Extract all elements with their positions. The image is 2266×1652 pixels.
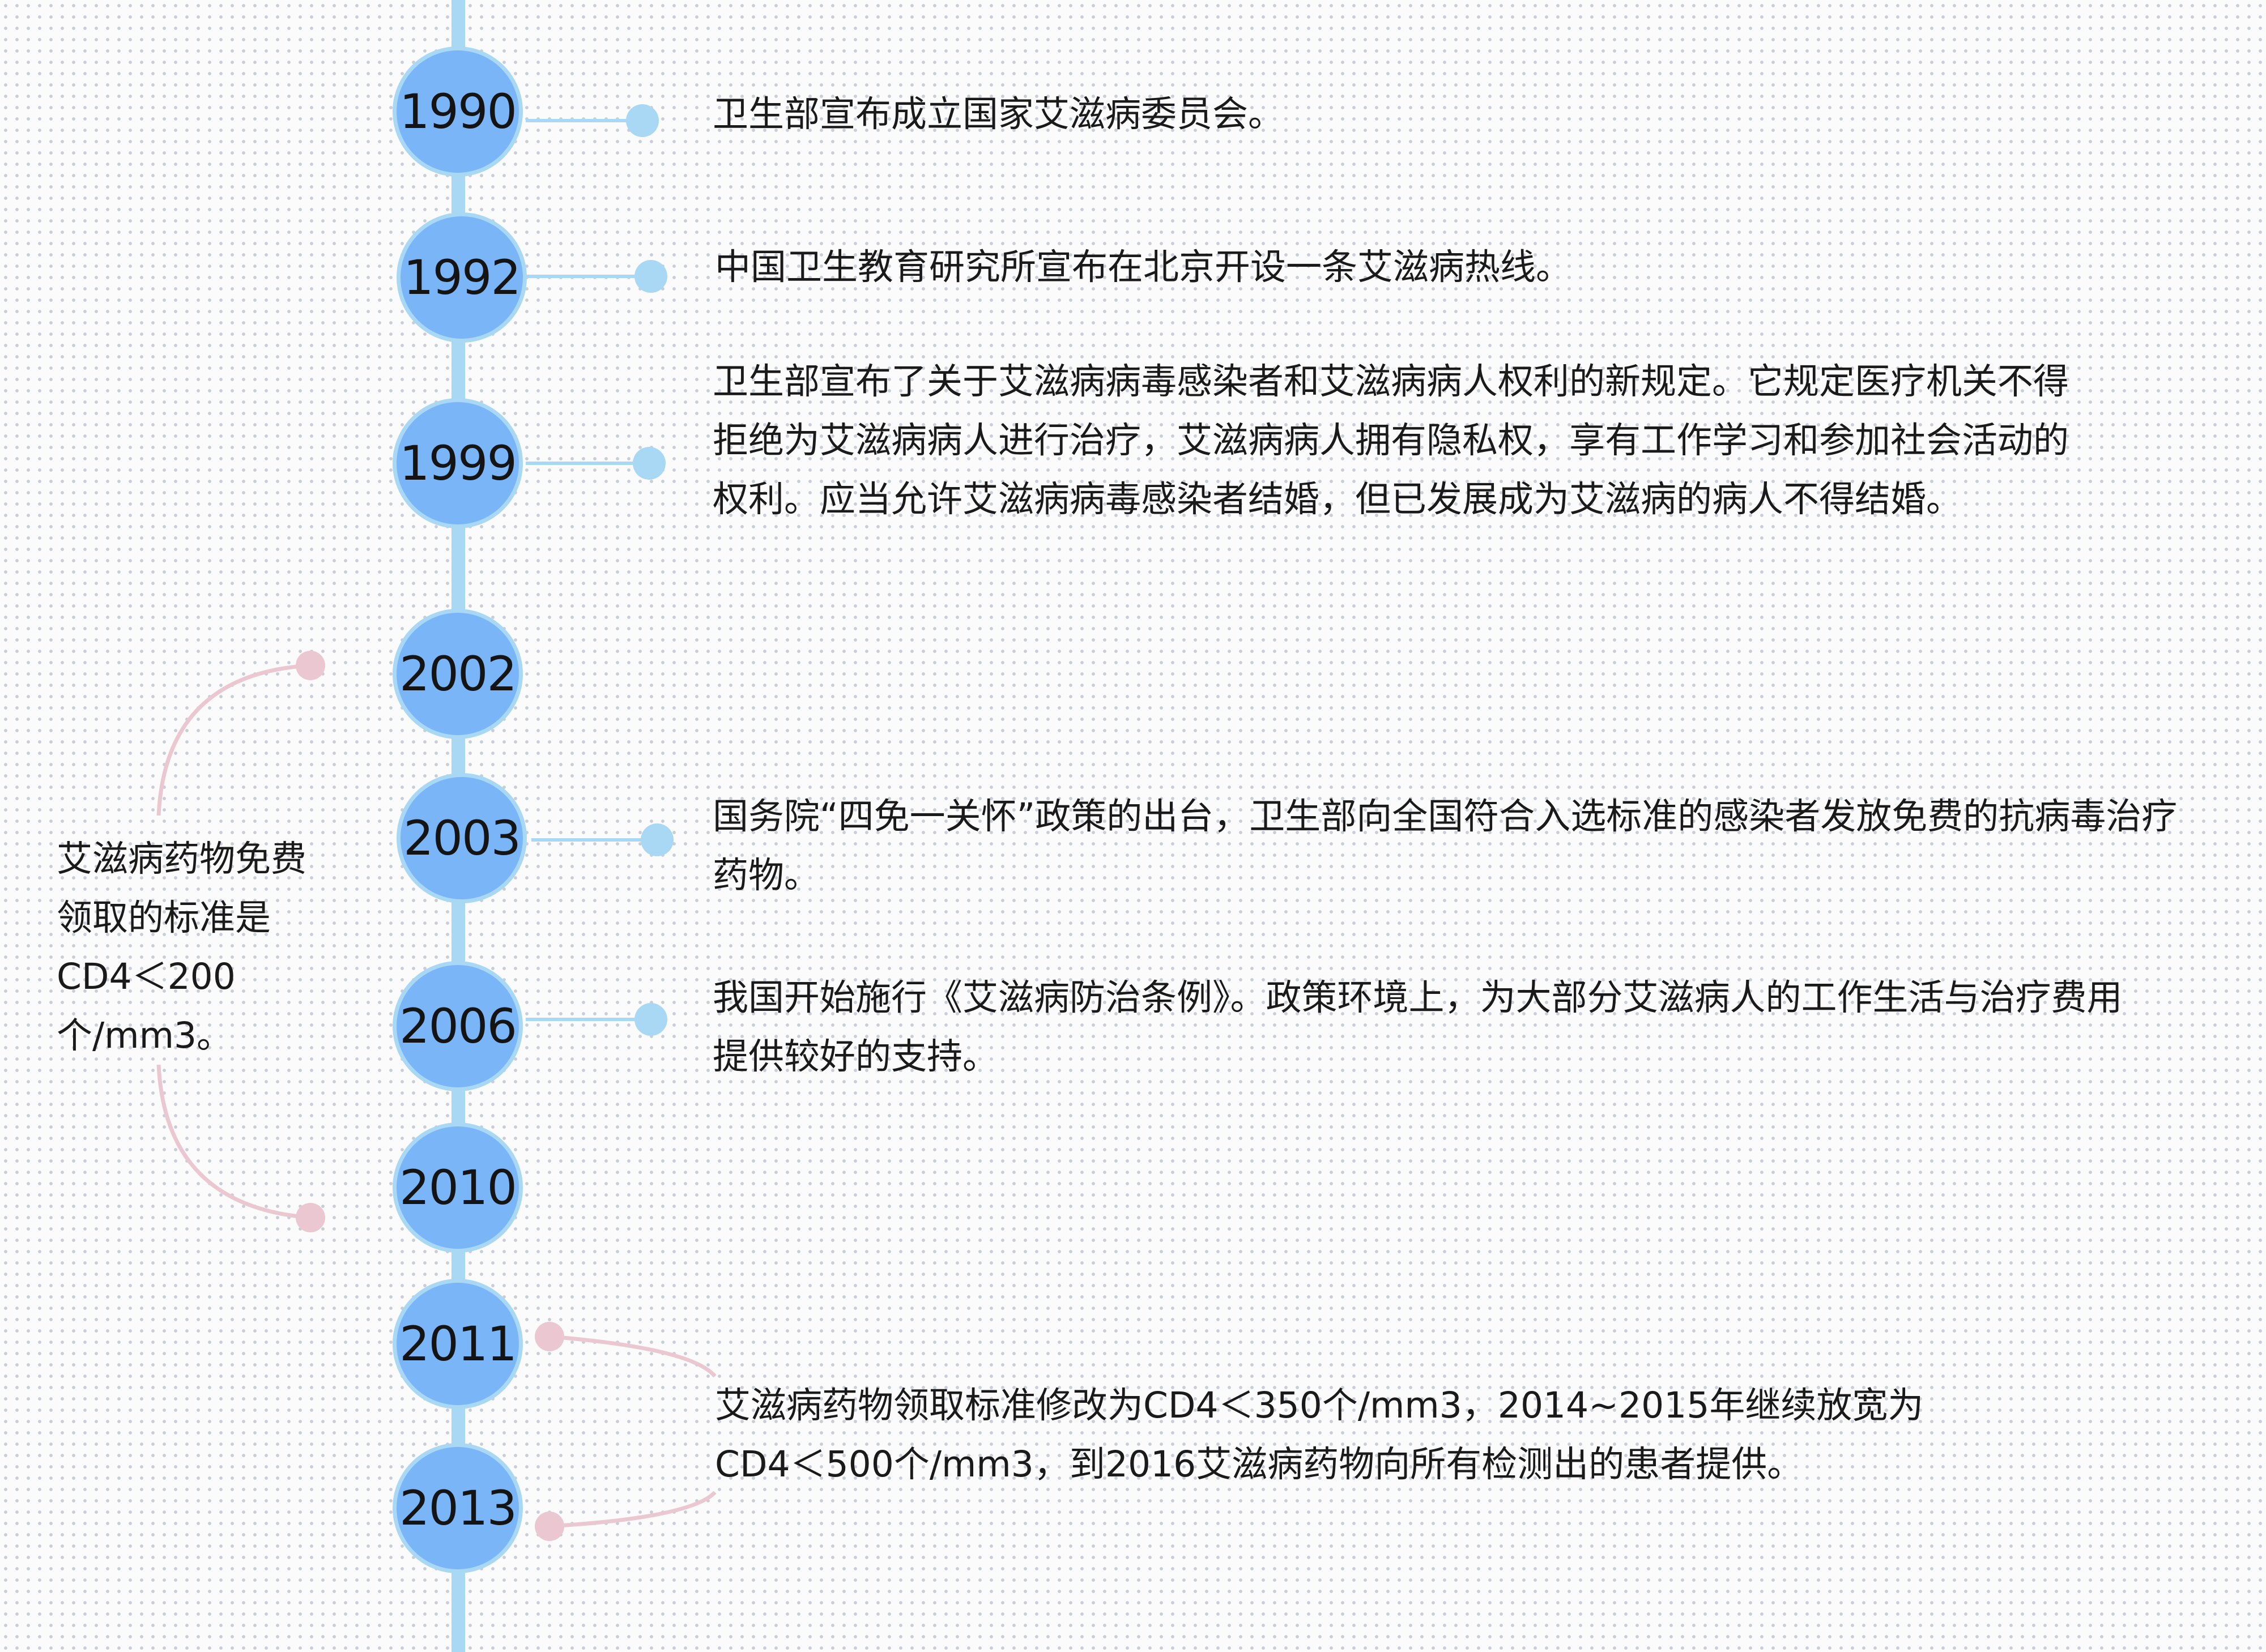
year-node-2011: 2011 [393, 1279, 523, 1409]
stem-1992 [526, 275, 651, 278]
dot-1999 [633, 447, 666, 480]
year-node-1992: 1992 [397, 212, 527, 343]
year-label-2011: 2011 [399, 1316, 517, 1372]
bracket-curve-2013 [549, 1491, 717, 1529]
year-node-2013: 2013 [393, 1443, 523, 1573]
dot-1990 [626, 104, 659, 137]
year-label-1992: 1992 [403, 250, 521, 305]
year-node-2002: 2002 [393, 609, 523, 739]
dot-2006 [634, 1003, 667, 1036]
year-label-2006: 2006 [399, 998, 517, 1054]
year-node-2006: 2006 [393, 961, 523, 1091]
event-text-2003: 国务院“四免一关怀”政策的出台，卫生部向全国符合入选标准的感染者发放免费的抗病毒… [713, 796, 2178, 896]
dot-1992 [634, 260, 667, 293]
year-label-2013: 2013 [399, 1480, 517, 1536]
bracket-dot-2010 [296, 1203, 325, 1232]
year-label-1999: 1999 [399, 436, 517, 491]
bracket-curve-2002 [156, 663, 311, 816]
year-node-2003: 2003 [397, 773, 527, 903]
bracket-dot-2011 [535, 1322, 564, 1351]
bracket-dot-2002 [296, 651, 325, 680]
bracket-curve-2010 [156, 1064, 311, 1220]
event-text-1992: 中国卫生教育研究所宣布在北京开设一条艾滋病热线。 [715, 246, 1571, 288]
year-label-2010: 2010 [399, 1160, 517, 1215]
event-text-1999: 卫生部宣布了关于艾滋病病毒感染者和艾滋病病人权利的新规定。它规定医疗机关不得拒绝… [713, 361, 2069, 520]
event-text-2006: 我国开始施行《艾滋病防治条例》。政策环境上，为大部分艾滋病人的工作生活与治疗费用… [713, 977, 2123, 1077]
year-node-1990: 1990 [393, 46, 523, 177]
stem-2003 [531, 838, 657, 842]
dot-2003 [641, 823, 674, 856]
stem-1990 [526, 119, 646, 122]
event-text-2011-2013: 艾滋病药物领取标准修改为CD4＜350个/mm3，2014~2015年继续放宽为… [715, 1385, 1924, 1485]
year-label-2003: 2003 [403, 810, 521, 866]
stem-2006 [526, 1018, 651, 1021]
stem-1999 [526, 462, 651, 465]
side-note-2002-2010: 艾滋病药物免费领取的标准是CD4＜200个/mm3。 [57, 838, 306, 1056]
event-text-1990: 卫生部宣布成立国家艾滋病委员会。 [713, 93, 1284, 135]
bracket-curve-2011 [549, 1334, 717, 1378]
year-node-2010: 2010 [393, 1122, 523, 1253]
year-label-2002: 2002 [399, 646, 517, 702]
year-node-1999: 1999 [393, 398, 523, 528]
year-label-1990: 1990 [399, 84, 517, 139]
bracket-dot-2013 [535, 1512, 564, 1541]
